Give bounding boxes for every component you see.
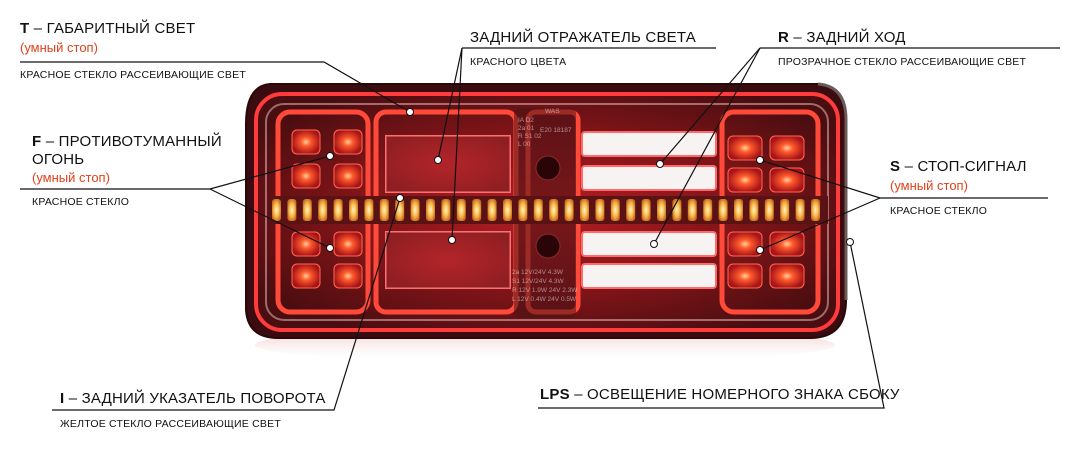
turn-led-segment [657,199,666,221]
turn-led-segment [272,199,281,221]
approval-3: R S1 02 [518,133,542,140]
turn-led-segment [333,199,343,221]
leader-lps [538,241,885,409]
label-lps-title: LPS – ОСВЕЩЕНИЕ НОМЕРНОГО ЗНАКА СБОКУ [540,386,900,403]
turn-led-segment [318,199,328,221]
leader-f-2 [209,188,331,249]
left-led-cluster [291,129,363,289]
turn-led-segment [302,199,312,221]
center-led-bottom [535,233,561,259]
label-s-smart: (умный стоп) [890,178,968,193]
turn-led-segment [764,199,774,221]
label-i-sub: ЖЕЛТОЕ СТЕКЛО РАССЕИВАЮЩИЕ СВЕТ [60,418,281,430]
turn-led-segment [749,199,759,221]
turn-led-segment [795,199,805,221]
right-led-cluster [727,135,805,289]
turn-led-segment [426,199,435,221]
spec-4: L 12V 0.4W 24V 0.5W [512,296,577,303]
label-t-title: T – ГАБАРИТНЫЙ СВЕТ [20,20,195,37]
label-t-text: – ГАБАРИТНЫЙ СВЕТ [29,20,196,37]
spec-1: 2a 12V/24V 4.3W [512,269,564,276]
label-f-text: – ПРОТИВОТУМАННЫЙ [41,133,222,150]
label-lps-code: LPS [540,386,570,403]
turn-led-segment [595,199,605,221]
approval-4: L 00 [518,141,531,148]
turn-led-segment [441,199,451,221]
center-led-top [535,155,561,181]
leader-r-2 [653,47,761,245]
turn-led-segment [379,199,389,221]
leader-s-2 [759,197,881,251]
label-r-title: R – ЗАДНИЙ ХОД [778,29,906,46]
turn-led-segment [503,199,512,221]
leader-reflector-2 [451,47,463,241]
label-f-sub: КРАСНОЕ СТЕКЛО [32,196,130,208]
label-t-smart: (умный стоп) [20,40,98,55]
turn-led-segment [703,199,713,221]
turn-led-segment [533,199,543,221]
approval-1: IA D2 [518,117,534,124]
turn-led-segment [456,199,466,221]
label-i-title: I – ЗАДНИЙ УКАЗАТЕЛЬ ПОВОРОТА [60,390,326,407]
turn-led-segment [718,199,728,221]
lamp-markings: WAS IA D2 2a 01 R S1 02 L 00 E20 18187 2… [512,108,578,303]
leader-t [20,61,411,113]
label-r-code: R [778,29,790,46]
turn-led-segment [672,199,682,221]
label-f-smart: (умный стоп) [32,170,110,185]
turn-led-segment [349,199,358,221]
leader-r-1 [659,47,761,165]
turn-led-segment [780,199,790,221]
label-i-code: I [60,390,65,407]
turn-led-segment [580,199,589,221]
label-reflector-title: ЗАДНИЙ ОТРАЖАТЕЛЬ СВЕТА [470,29,696,46]
leader-dots [326,108,854,254]
label-t-code: T [20,20,30,37]
turn-led-segment [549,199,559,221]
approval-2: 2a 01 [518,125,535,132]
turn-led-segment [811,199,820,221]
turn-led-segment [287,199,297,221]
turn-led-segment [472,199,482,221]
leader-lines [20,47,1060,411]
turn-led-segment [410,199,420,221]
label-f-title2: ОГОНЬ [32,151,85,168]
label-t-sub: КРАСНОЕ СТЕКЛО РАССЕИВАЮЩИЕ СВЕТ [20,69,246,81]
label-reflector-sub: КРАСНОГО ЦВЕТА [470,56,567,68]
turn-led-segment [610,199,620,221]
turn-led-segment [641,199,651,221]
label-s-code: S [890,158,901,175]
was-mark: WAS [545,108,560,115]
leader-reflector-1 [437,47,463,161]
housing-edge [817,82,848,300]
label-lps-text: – ОСВЕЩЕНИЕ НОМЕРНОГО ЗНАКА СБОКУ [569,386,900,403]
label-s-sub: КРАСНОЕ СТЕКЛО [890,205,988,217]
turn-led-segment [626,199,636,221]
label-r-text: – ЗАДНИЙ ХОД [789,29,906,46]
label-f-code: F [32,133,42,150]
turn-indicator-row [268,196,828,224]
label-i-text: – ЗАДНИЙ УКАЗАТЕЛЬ ПОВОРОТА [64,390,326,407]
label-s-title: S – СТОП-СИГНАЛ [890,158,1027,175]
turn-led-segment [518,199,528,221]
reflectors [385,135,511,289]
spec-2: S1 12V/24V 4.3W [512,278,565,285]
spec-3: R 12V 1.9W 24V 2.3W [512,287,578,294]
label-f-title: F – ПРОТИВОТУМАННЫЙ [32,133,222,150]
turn-led-segment [487,199,497,221]
turn-led-segment [687,199,697,221]
label-s-text: – СТОП-СИГНАЛ [900,158,1027,175]
turn-led-segment [364,199,374,221]
turn-led-segment [734,199,743,221]
turn-led-segment [564,199,574,221]
leader-i [52,197,401,411]
cert-mark: E20 18187 [540,127,572,134]
label-r-sub: ПРОЗРАЧНОЕ СТЕКЛО РАССЕИВАЮЩИЕ СВЕТ [778,56,1027,68]
